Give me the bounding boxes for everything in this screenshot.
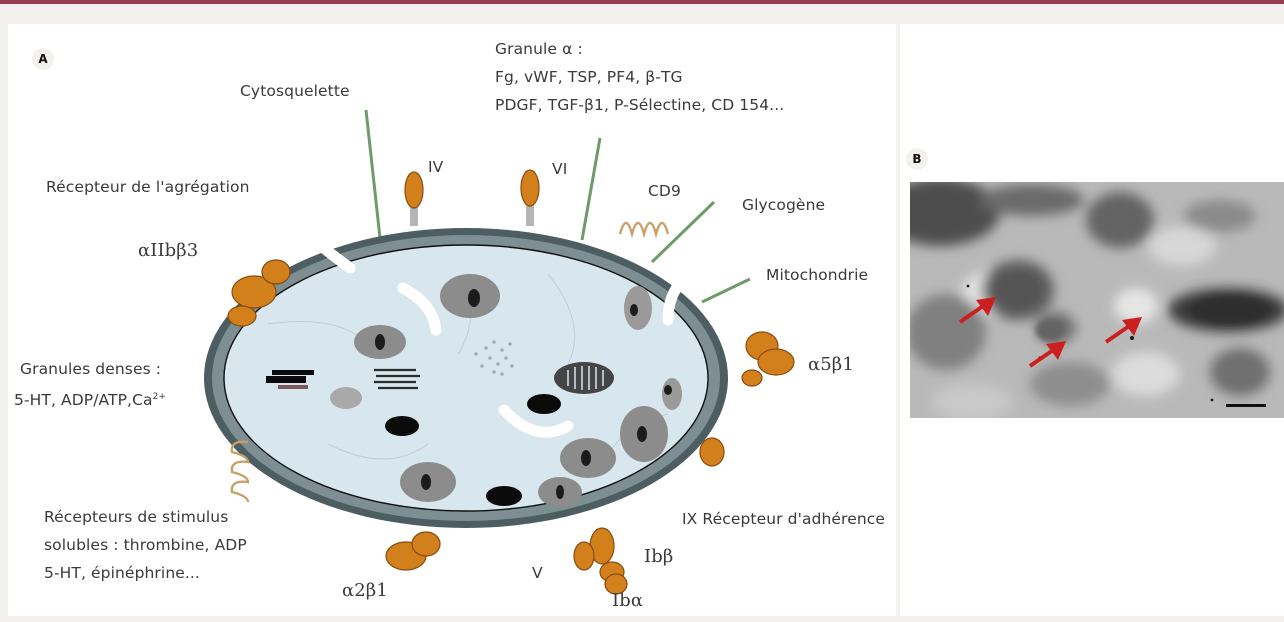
receptor-a2b1 [386,532,440,570]
granules-denses-text: 5-HT, ADP/ATP,Ca [14,391,153,409]
receptor-iv [405,172,423,226]
label-ib-alpha: Ibα [612,590,643,612]
leader-cytosquelette [366,110,380,238]
label-stimulus-line1: Récepteurs de stimulus [44,506,228,528]
label-granules-denses-content: 5-HT, ADP/ATP,Ca2+ [14,386,166,411]
top-rule [0,0,1284,4]
panel-b: B [900,24,1284,616]
label-granule-alpha-line1: Fg, vWF, TSP, PF4, β-TG [495,66,683,88]
label-cytosquelette: Cytosquelette [240,80,350,102]
leader-glycogene [652,202,714,262]
label-ib-beta: Ibβ [644,546,673,568]
electron-micrograph [910,182,1284,418]
label-v: V [532,562,543,584]
receptor-small [700,438,724,466]
granules-denses-superscript: 2+ [153,392,166,402]
leader-granule-alpha [582,138,600,240]
label-a2b1: α2β1 [342,580,388,602]
label-stimulus-line3: 5-HT, épinéphrine... [44,562,200,584]
label-glycogene: Glycogène [742,194,825,216]
label-aiib-b3: αIIbβ3 [138,240,198,262]
label-ix-adherence: IX Récepteur d'adhérence [682,508,885,530]
label-cd9: CD9 [648,180,681,202]
label-vi: VI [552,158,567,180]
label-stimulus-line2: solubles : thrombine, ADP [44,534,247,556]
scale-bar [1226,404,1266,407]
label-granules-denses-title: Granules denses : [20,358,161,380]
label-granule-alpha-title: Granule α : [495,38,583,60]
receptor-vi [521,170,539,226]
label-recepteur-agregation: Récepteur de l'agrégation [46,176,250,198]
mitochondrion-organelle [554,362,614,394]
panel-b-badge: B [906,148,928,170]
label-mitochondrie: Mitochondrie [766,264,868,286]
label-iv: IV [428,156,443,178]
receptor-gpib-ix-v-complex [574,528,627,594]
receptor-cd9 [620,223,668,234]
panel-a: A [8,24,896,616]
leader-mitochondrie [702,279,750,302]
receptor-a5b1 [742,332,794,386]
label-a5b1: α5β1 [808,354,854,376]
label-granule-alpha-line2: PDGF, TGF-β1, P-Sélectine, CD 154... [495,94,784,116]
